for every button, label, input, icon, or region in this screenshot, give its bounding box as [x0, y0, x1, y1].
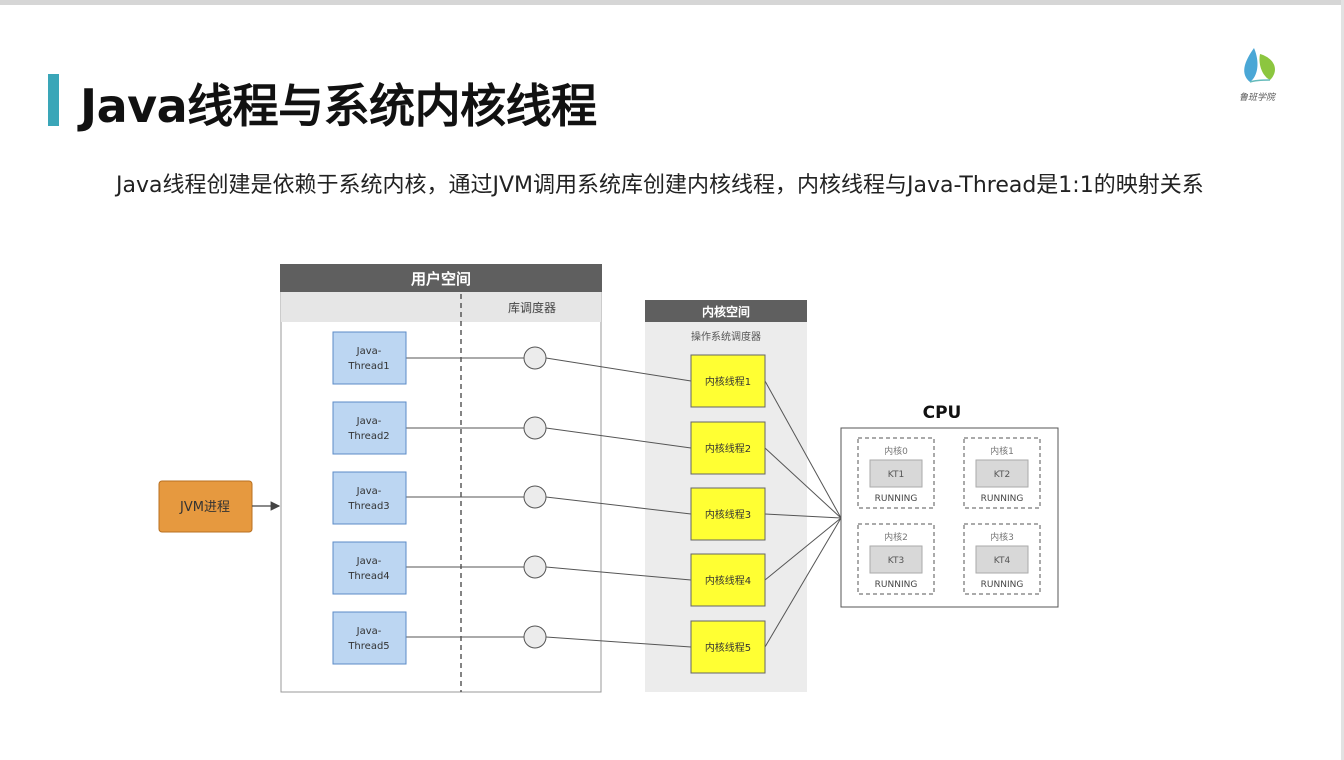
core-0-kt: KT1 — [888, 470, 904, 480]
core-1-state: RUNNING — [981, 494, 1024, 504]
core-2-kt: KT3 — [888, 556, 904, 566]
java-thread-2-line2: Thread2 — [347, 431, 389, 442]
java-thread-5: Java- Thread5 — [332, 611, 407, 665]
java-thread-4-line2: Thread4 — [347, 571, 389, 582]
java-thread-1: Java- Thread1 — [332, 331, 407, 385]
title-accent-bar — [48, 74, 59, 126]
cpu-core-0: 内核0 KT1 RUNNING — [857, 437, 935, 509]
core-1-name: 内核1 — [990, 445, 1014, 457]
slide-description: Java线程创建是依赖于系统内核，通过JVM调用系统库创建内核线程，内核线程与J… — [116, 173, 1204, 198]
scheduler-node-5 — [523, 625, 547, 649]
java-thread-1-line2: Thread1 — [347, 361, 389, 372]
java-thread-5-line2: Thread5 — [347, 641, 389, 652]
cpu-core-1: 内核1 KT2 RUNNING — [963, 437, 1041, 509]
cpu-links — [764, 380, 842, 648]
kernel-thread-5: 内核线程5 — [690, 620, 766, 674]
kernel-thread-1-label: 内核线程1 — [705, 375, 751, 388]
core-2-name: 内核2 — [884, 531, 908, 543]
kernel-thread-2-label: 内核线程2 — [705, 442, 751, 455]
thread-links — [406, 357, 692, 648]
kernel-thread-3-label: 内核线程3 — [705, 508, 751, 521]
logo-text: 鲁班学院 — [1238, 93, 1275, 103]
java-thread-3-line1: Java- — [356, 486, 382, 497]
scheduler-node-3 — [523, 485, 547, 509]
kernel-space-label: 内核空间 — [702, 304, 750, 319]
java-thread-3-line2: Thread3 — [347, 501, 389, 512]
library-scheduler-header — [281, 292, 601, 322]
java-thread-2: Java- Thread2 — [332, 401, 407, 455]
kernel-space-header — [645, 300, 807, 322]
core-0-name: 内核0 — [884, 445, 908, 457]
kernel-thread-4-label: 内核线程4 — [705, 574, 751, 587]
user-space-header — [280, 264, 602, 292]
kernel-thread-1: 内核线程1 — [690, 354, 766, 408]
user-space-container — [280, 291, 602, 693]
cpu-core-3: 内核3 KT4 RUNNING — [963, 523, 1041, 595]
scheduler-node-2 — [523, 416, 547, 440]
kernel-thread-5-label: 内核线程5 — [705, 641, 751, 654]
kernel-thread-2: 内核线程2 — [690, 421, 766, 475]
java-thread-1-line1: Java- — [356, 346, 382, 357]
jvm-process-label: JVM进程 — [179, 500, 230, 515]
logo-leaf-icon — [1244, 48, 1275, 83]
core-3-state: RUNNING — [981, 580, 1024, 590]
library-scheduler-label: 库调度器 — [508, 300, 556, 315]
top-border — [0, 0, 1344, 5]
core-2-state: RUNNING — [875, 580, 918, 590]
cpu-label: CPU — [923, 403, 962, 423]
scheduler-node-1 — [523, 346, 547, 370]
slide-title: Java线程与系统内核线程 — [80, 79, 597, 133]
os-scheduler-label: 操作系统调度器 — [691, 330, 761, 343]
java-thread-3: Java- Thread3 — [332, 471, 407, 525]
cpu-box — [840, 427, 1059, 608]
java-thread-2-line1: Java- — [356, 416, 382, 427]
core-1-kt: KT2 — [994, 470, 1010, 480]
right-border — [1341, 0, 1344, 760]
java-thread-4: Java- Thread4 — [332, 541, 407, 595]
java-thread-4-line1: Java- — [356, 556, 382, 567]
kernel-thread-4: 内核线程4 — [690, 553, 766, 607]
user-space-label: 用户空间 — [411, 270, 471, 288]
kernel-thread-3: 内核线程3 — [690, 487, 766, 541]
java-thread-5-line1: Java- — [356, 626, 382, 637]
core-3-name: 内核3 — [990, 531, 1014, 543]
core-0-state: RUNNING — [875, 494, 918, 504]
core-3-kt: KT4 — [994, 556, 1011, 566]
cpu-core-2: 内核2 KT3 RUNNING — [857, 523, 935, 595]
scheduler-node-4 — [523, 555, 547, 579]
